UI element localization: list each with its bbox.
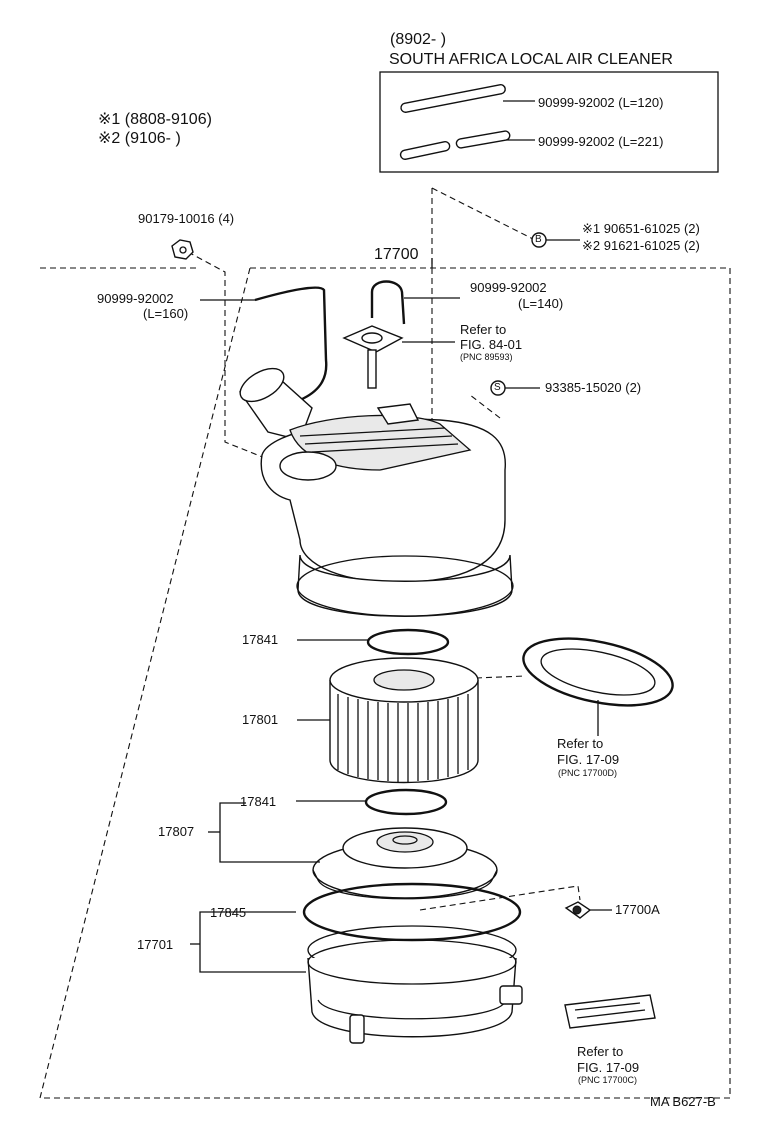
valve-drawing bbox=[342, 325, 455, 389]
gasket-17841-bottom-drawing bbox=[364, 788, 448, 816]
inset-part-2: 90999-92002 (L=221) bbox=[538, 134, 664, 149]
nut-90179-drawing bbox=[171, 239, 194, 260]
hose-l160-drawing bbox=[200, 286, 328, 402]
assembly-boundary bbox=[39, 267, 731, 1099]
callout-17841-bottom: 17841 bbox=[240, 794, 277, 809]
label-plate-drawing bbox=[564, 994, 656, 1029]
ref84-pnc: (PNC 89593) bbox=[460, 352, 513, 362]
hose-221-part2-drawing bbox=[455, 130, 511, 149]
ref1709a-pnc: (PNC 17700D) bbox=[558, 768, 618, 778]
callout-17701: 17701 bbox=[137, 937, 174, 952]
callout-hose-right-part: 90999-92002 bbox=[470, 280, 547, 295]
callout-hose-left-len: (L=160) bbox=[143, 306, 189, 321]
callout-90179: 90179-10016 (4) bbox=[138, 211, 235, 226]
inset-box bbox=[379, 71, 719, 173]
callout-93385: 93385-15020 (2) bbox=[545, 380, 642, 395]
clip-17700a-drawing bbox=[564, 901, 612, 919]
ref1709b-line1: Refer to bbox=[577, 1044, 624, 1059]
cover-17807-drawing bbox=[312, 827, 498, 900]
gasket-17841-top-drawing bbox=[366, 628, 450, 656]
callout-b2: ※2 91621-61025 (2) bbox=[582, 238, 700, 253]
hose-221-part1-drawing bbox=[399, 141, 451, 160]
inset-part-1: 90999-92002 (L=120) bbox=[538, 95, 664, 110]
callout-17801: 17801 bbox=[242, 712, 279, 727]
b-symbol: B bbox=[535, 234, 542, 245]
ref84-line2: FIG. 84-01 bbox=[460, 337, 523, 352]
callout-hose-left-part: 90999-92002 bbox=[97, 291, 174, 306]
s-symbol: S bbox=[494, 382, 501, 393]
callout-17700: 17700 bbox=[374, 246, 419, 263]
upper-case-drawing bbox=[239, 367, 514, 617]
note-1: ※1 (8808-9106) bbox=[98, 111, 212, 128]
note-2: ※2 (9106- ) bbox=[98, 130, 181, 147]
callout-17845: 17845 bbox=[210, 905, 247, 920]
callout-b1: ※1 90651-61025 (2) bbox=[582, 221, 700, 236]
ring-17700d-drawing bbox=[522, 637, 674, 736]
lower-case-17701-drawing bbox=[302, 882, 523, 1044]
ref1709b-line2: FIG. 17-09 bbox=[577, 1060, 640, 1075]
callout-17700a: 17700A bbox=[615, 902, 660, 917]
region-title: SOUTH AFRICA LOCAL AIR CLEANER bbox=[389, 51, 673, 68]
callout-17841-top: 17841 bbox=[242, 632, 279, 647]
hose-l140-drawing bbox=[370, 280, 460, 325]
date-range: (8902- ) bbox=[390, 31, 447, 48]
ref1709a-line2: FIG. 17-09 bbox=[557, 752, 620, 767]
ref1709a-line1: Refer to bbox=[557, 736, 604, 751]
drawing-id: MA B627-B bbox=[650, 1094, 716, 1109]
ref84-line1: Refer to bbox=[460, 322, 507, 337]
callout-hose-right-len: (L=140) bbox=[518, 296, 564, 311]
ref1709b-pnc: (PNC 17700C) bbox=[578, 1075, 638, 1085]
callout-17807: 17807 bbox=[158, 824, 195, 839]
element-17801-drawing bbox=[297, 657, 479, 784]
hose-120-drawing bbox=[400, 84, 506, 113]
